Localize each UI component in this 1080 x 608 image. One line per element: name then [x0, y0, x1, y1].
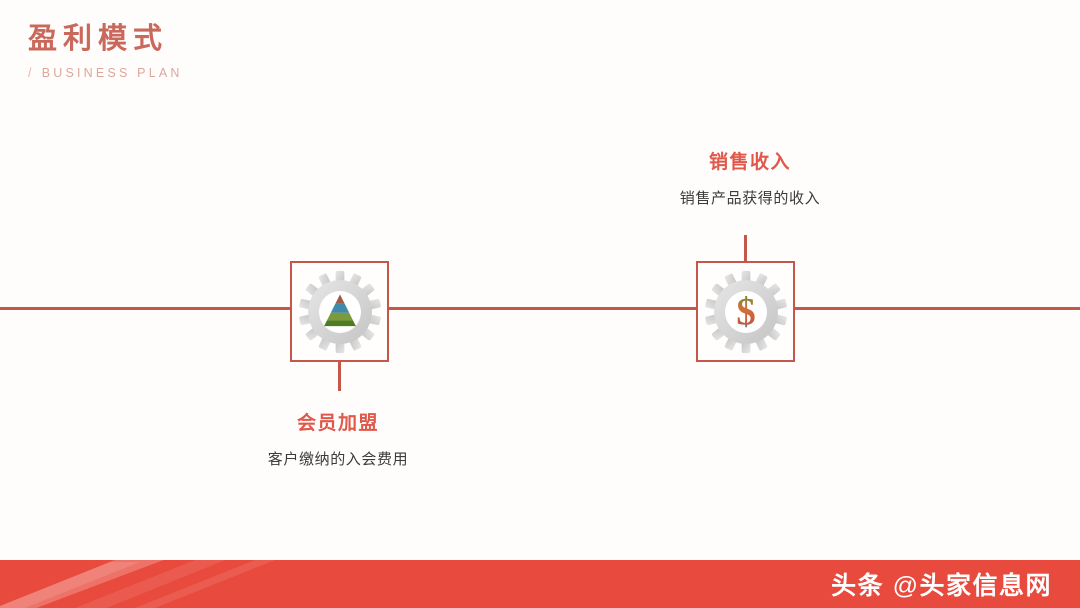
connector-left-node	[338, 362, 341, 391]
gear-pyramid-icon	[298, 270, 382, 354]
timeline-axis	[0, 307, 1080, 310]
label-sales-revenue: 销售收入 销售产品获得的收入	[600, 147, 900, 208]
svg-text:$: $	[736, 291, 755, 333]
label-title-member-franchise: 会员加盟	[296, 413, 379, 434]
label-desc-sales-revenue: 销售产品获得的收入	[679, 190, 821, 207]
page-title: 盈利模式	[28, 23, 169, 55]
footer-bar: 头条 @头家信息网	[0, 560, 1080, 608]
label-desc-member-franchise: 客户缴纳的入会费用	[267, 451, 409, 468]
node-sales-revenue[interactable]: $	[696, 261, 795, 362]
watermark-brand: 头条	[831, 572, 885, 600]
label-member-franchise: 会员加盟 客户缴纳的入会费用	[188, 408, 488, 469]
slide-header: 盈利模式 / BUSINESS PLAN	[28, 22, 183, 80]
watermark: 头条 @头家信息网	[831, 566, 1052, 602]
page-subtitle: / BUSINESS PLAN	[28, 66, 183, 80]
gear-dollar-icon: $	[704, 270, 788, 354]
subtitle-text: BUSINESS PLAN	[41, 65, 183, 80]
node-member-franchise[interactable]	[290, 261, 389, 362]
footer-decoration	[0, 560, 275, 608]
label-title-sales-revenue: 销售收入	[708, 152, 791, 173]
watermark-at: @	[892, 572, 920, 600]
watermark-account: 头家信息网	[919, 572, 1052, 600]
connector-right-node	[744, 235, 747, 263]
subtitle-slash: /	[28, 65, 35, 80]
